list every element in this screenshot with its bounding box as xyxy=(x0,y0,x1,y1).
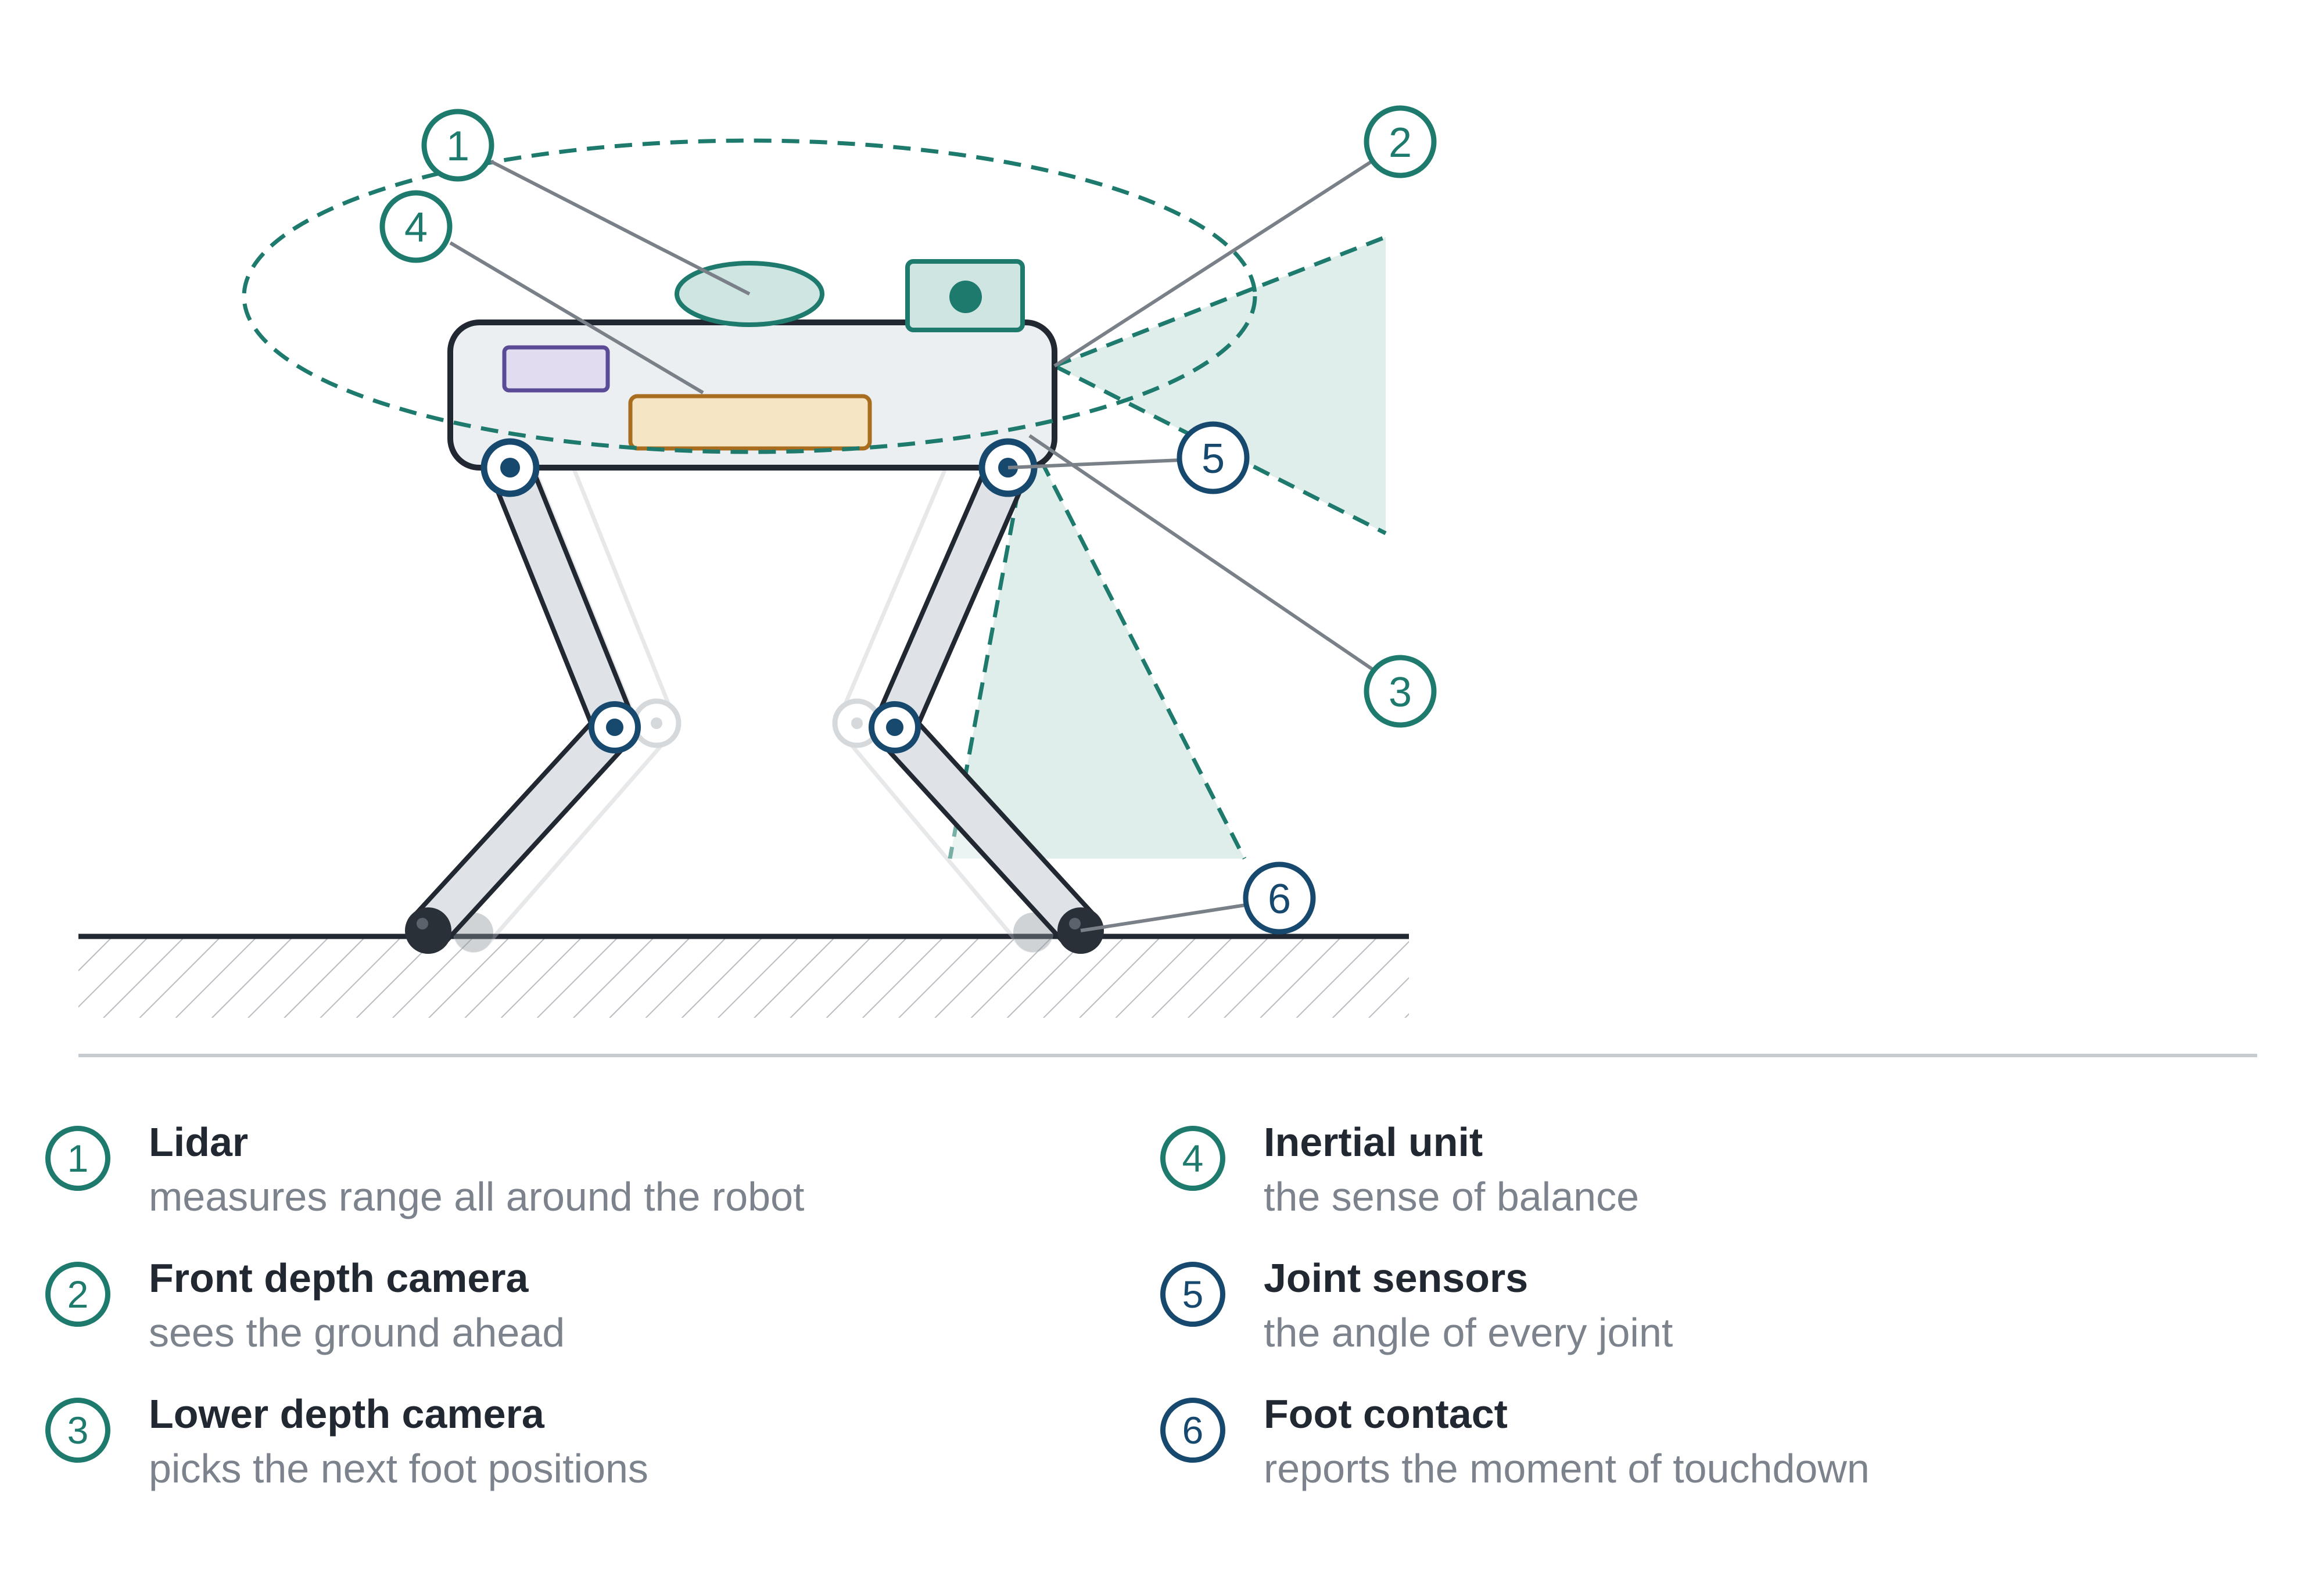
marker-6: 6 xyxy=(1243,861,1316,935)
front-fov-edge-top xyxy=(1053,235,1387,368)
leader-line-1 xyxy=(490,160,751,296)
leader-line-5 xyxy=(1007,458,1181,469)
marker-5: 5 xyxy=(1177,421,1250,494)
leader-line-3 xyxy=(1028,434,1377,673)
marker-circle xyxy=(1364,105,1437,178)
battery-panel xyxy=(502,345,610,393)
joint xyxy=(480,438,540,497)
marker-layer: 1 2 3 4 5 6 xyxy=(379,105,1437,935)
foot-highlight xyxy=(1069,918,1081,929)
joint xyxy=(869,701,921,753)
camera-lens xyxy=(949,281,982,313)
marker-circle xyxy=(1243,861,1316,935)
front-fov-edge-bottom xyxy=(1053,364,1387,536)
marker-circle xyxy=(379,190,453,263)
joint xyxy=(589,701,641,753)
leader-lines xyxy=(449,156,1378,932)
rear-leg xyxy=(406,445,637,953)
leader-line-2 xyxy=(1053,156,1378,368)
marker-3: 3 xyxy=(1364,655,1437,728)
marker-number: 5 xyxy=(1202,436,1225,482)
marker-4: 4 xyxy=(379,190,453,263)
marker-circle xyxy=(1177,421,1250,494)
foot-highlight xyxy=(417,918,428,929)
ground-hatching xyxy=(78,936,1409,1018)
marker-circle xyxy=(421,109,494,182)
marker-number: 4 xyxy=(404,204,428,251)
marker-circle xyxy=(1364,655,1437,728)
front-leg xyxy=(872,445,1103,953)
marker-number: 1 xyxy=(446,123,469,170)
ghost-legs xyxy=(453,450,1053,953)
lower-camera-fov xyxy=(950,436,1245,859)
marker-2: 2 xyxy=(1364,105,1437,178)
marker-number: 2 xyxy=(1389,120,1412,166)
foot xyxy=(405,907,451,954)
ground xyxy=(78,934,1409,1018)
leader-line-6 xyxy=(1080,903,1250,932)
marker-number: 3 xyxy=(1389,669,1412,716)
marker-1: 1 xyxy=(421,109,494,182)
inertial-unit xyxy=(628,394,872,451)
front-camera-fov xyxy=(1055,237,1386,533)
leader-line-4 xyxy=(449,241,704,394)
lower-fov-edge-right xyxy=(1026,435,1247,860)
lidar-scan-range xyxy=(242,138,1257,454)
marker-number: 6 xyxy=(1268,876,1291,922)
